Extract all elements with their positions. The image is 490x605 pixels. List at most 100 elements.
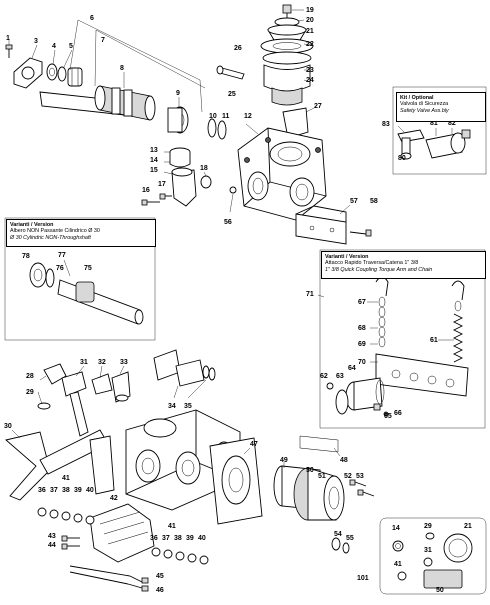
variant-left-title: Varianti / Version — [10, 222, 54, 228]
callout-c83: 83 — [382, 121, 390, 128]
variant-left-box: Varianti / Version Albero NON Passante C… — [6, 219, 156, 247]
callout-c50: 50 — [306, 467, 314, 474]
callout-c29: 29 — [26, 389, 34, 396]
callout-c40a: 40 — [86, 487, 94, 494]
callout-k50: 50 — [436, 587, 444, 594]
safety-valve-kit — [392, 86, 487, 175]
kit-box-line1: Valvola di Sicurezza — [400, 101, 449, 108]
callout-c39b: 39 — [186, 535, 194, 542]
callout-c19: 19 — [306, 7, 314, 14]
callout-c38a: 38 — [62, 487, 70, 494]
gasket-kit-101 — [379, 517, 487, 595]
kit-box-line2: Safety Valve Ass.bly — [400, 107, 449, 114]
callout-c41b: 41 — [168, 523, 176, 530]
callout-c55: 55 — [346, 535, 354, 542]
callout-k31: 31 — [424, 547, 432, 554]
callout-k14: 14 — [392, 525, 400, 532]
callout-c23: 23 — [306, 67, 314, 74]
callout-c44: 44 — [48, 542, 56, 549]
callout-c16: 16 — [142, 187, 150, 194]
callout-c63: 63 — [336, 373, 344, 380]
callout-c15: 15 — [150, 167, 158, 174]
callout-c27: 27 — [314, 103, 322, 110]
callout-c80: 80 — [398, 155, 406, 162]
callout-c67: 67 — [358, 299, 366, 306]
callout-c7: 7 — [101, 37, 105, 44]
callout-c75: 75 — [84, 265, 92, 272]
callout-c3: 3 — [34, 38, 38, 45]
callout-c12: 12 — [244, 113, 252, 120]
callout-k21: 21 — [464, 523, 472, 530]
callout-c31: 31 — [80, 359, 88, 366]
callout-c37b: 37 — [162, 535, 170, 542]
callout-c6: 6 — [90, 15, 94, 22]
callout-c78: 78 — [22, 253, 30, 260]
callout-c43: 43 — [48, 533, 56, 540]
callout-c22: 22 — [306, 41, 314, 48]
callout-c53: 53 — [356, 473, 364, 480]
manifold-pump-assembly — [5, 349, 375, 592]
callout-c4: 4 — [52, 43, 56, 50]
callout-c5: 5 — [69, 43, 73, 50]
callout-c49: 49 — [280, 457, 288, 464]
callout-c13: 13 — [150, 147, 158, 154]
variant-left-line2: Ø 30 Cylindric NON-Throughshaft — [10, 234, 91, 241]
callout-c45: 45 — [156, 573, 164, 580]
callout-c36b: 36 — [150, 535, 158, 542]
callout-c52: 52 — [344, 473, 352, 480]
callout-c39a: 39 — [74, 487, 82, 494]
callout-c61: 61 — [430, 337, 438, 344]
callout-c77: 77 — [58, 252, 66, 259]
callout-c58: 58 — [370, 198, 378, 205]
callout-c40b: 40 — [198, 535, 206, 542]
callout-c37a: 37 — [50, 487, 58, 494]
shaft-assembly — [5, 19, 227, 140]
callout-c20: 20 — [306, 17, 314, 24]
callout-c38b: 38 — [174, 535, 182, 542]
torque-arm-chain-variant — [317, 249, 486, 429]
kit-optional-box: Kit / Optional Valvola di Sicurezza Safe… — [396, 92, 486, 122]
callout-c46: 46 — [156, 587, 164, 594]
callout-c66: 66 — [394, 410, 402, 417]
callout-c36a: 36 — [38, 487, 46, 494]
callout-c10: 10 — [209, 113, 217, 120]
callout-c33: 33 — [120, 359, 128, 366]
pump-body-assembly — [141, 4, 372, 245]
cylindric-shaft-variant — [4, 217, 156, 341]
callout-c30: 30 — [4, 423, 12, 430]
callout-c101: 101 — [357, 575, 369, 582]
callout-c42: 42 — [110, 495, 118, 502]
variant-left-line1: Albero NON Passante Cilindrico Ø 30 — [10, 228, 100, 235]
callout-c18: 18 — [200, 165, 208, 172]
callout-c51: 51 — [318, 473, 326, 480]
callout-c35: 35 — [184, 403, 192, 410]
callout-c71: 71 — [306, 291, 314, 298]
callout-c24: 24 — [306, 77, 314, 84]
callout-c17: 17 — [158, 181, 166, 188]
callout-c9: 9 — [176, 90, 180, 97]
callout-c65: 65 — [384, 413, 392, 420]
callout-c25: 25 — [228, 91, 236, 98]
callout-c70: 70 — [358, 359, 366, 366]
variant-right-title: Varianti / Version — [325, 254, 369, 260]
callout-c11: 11 — [222, 113, 230, 120]
callout-c32: 32 — [98, 359, 106, 366]
callout-c26: 26 — [234, 45, 242, 52]
callout-k29: 29 — [424, 523, 432, 530]
variant-right-line2: 1" 3/8 Quick Coupling Torque Arm and Cha… — [325, 266, 433, 273]
callout-c14: 14 — [150, 157, 158, 164]
variant-right-line1: Attacco Rapido Traversa/Catena 1" 3/8 — [325, 260, 419, 267]
callout-c54: 54 — [334, 531, 342, 538]
callout-c34: 34 — [168, 403, 176, 410]
callout-c82: 82 — [448, 120, 456, 127]
callout-c81: 81 — [430, 120, 438, 127]
callout-c76: 76 — [56, 265, 64, 272]
callout-c28: 28 — [26, 373, 34, 380]
callout-k41: 41 — [394, 561, 402, 568]
callout-c21: 21 — [306, 28, 314, 35]
callout-c47: 47 — [250, 441, 258, 448]
callout-c56: 56 — [224, 219, 232, 226]
